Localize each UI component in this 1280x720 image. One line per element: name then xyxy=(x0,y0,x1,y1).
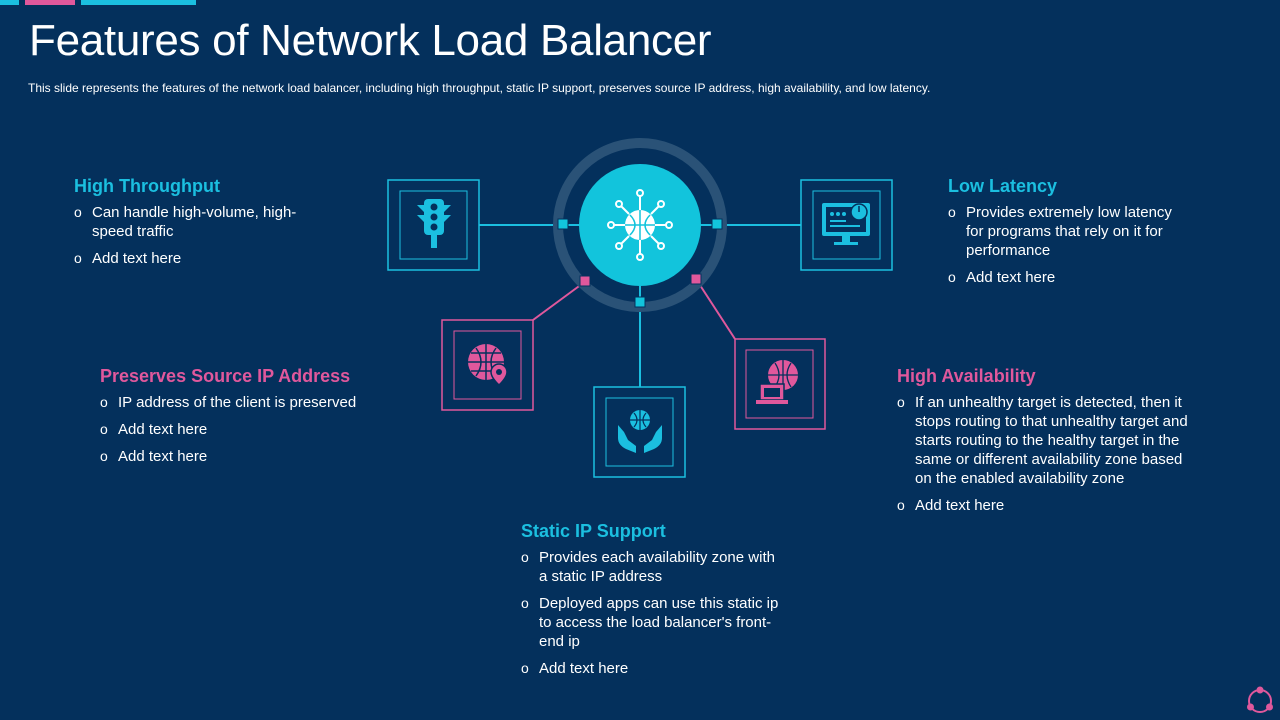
list-item: Add text here xyxy=(521,659,781,678)
globe-location-pin-icon xyxy=(468,344,508,386)
box-low-latency xyxy=(800,179,893,271)
connector-preserves-ip xyxy=(532,280,587,321)
node-right xyxy=(711,218,723,230)
accent-bar-cyan-left xyxy=(0,0,19,5)
list-item: If an unhealthy target is detected, then… xyxy=(897,393,1202,488)
globe-laptop-icon xyxy=(756,360,798,404)
list-item: Add text here xyxy=(74,249,324,268)
node-bottom xyxy=(634,296,646,308)
list-item: Provides each availability zone with a s… xyxy=(521,548,781,586)
connector-high-availability xyxy=(695,278,736,340)
feature-title-static-ip-support: Static IP Support xyxy=(521,521,666,541)
list-item: Provides extremely low latency for progr… xyxy=(948,203,1188,260)
list-item: Add text here xyxy=(897,496,1202,515)
slide-title: Features of Network Load Balancer xyxy=(29,16,712,65)
node-bottom-right xyxy=(690,273,702,285)
box-preserves-source-ip xyxy=(441,319,534,411)
feature-preserves-source-ip: Preserves Source IP Address IP address o… xyxy=(100,366,400,474)
box-static-ip-support xyxy=(593,386,686,478)
feature-title-high-throughput: High Throughput xyxy=(74,176,220,196)
feature-title-low-latency: Low Latency xyxy=(948,176,1058,196)
box-high-throughput xyxy=(387,179,480,271)
node-left xyxy=(557,218,569,230)
feature-static-ip-support: Static IP Support Provides each availabi… xyxy=(521,521,781,686)
dashboard-monitor-icon xyxy=(822,203,870,245)
list-item: Can handle high-volume, high-speed traff… xyxy=(74,203,324,241)
feature-title-high-availability: High Availability xyxy=(897,366,1036,386)
cycle-logo-icon xyxy=(1247,686,1273,713)
accent-bar-cyan-right xyxy=(81,0,196,5)
box-high-availability xyxy=(734,338,826,430)
slide-subtitle: This slide represents the features of th… xyxy=(28,81,931,95)
list-item: Deployed apps can use this static ip to … xyxy=(521,594,781,651)
list-item: IP address of the client is preserved xyxy=(100,393,400,412)
feature-title-preserves-source-ip: Preserves Source IP Address xyxy=(100,366,351,386)
accent-bar-pink xyxy=(25,0,75,5)
hands-globe-icon xyxy=(618,410,662,453)
feature-low-latency: Low Latency Provides extremely low laten… xyxy=(948,176,1188,295)
network-globe-icon xyxy=(607,189,673,261)
list-item: Add text here xyxy=(948,268,1188,287)
feature-high-throughput: High Throughput Can handle high-volume, … xyxy=(74,176,324,276)
feature-high-availability: High Availability If an unhealthy target… xyxy=(897,366,1202,523)
traffic-light-icon xyxy=(417,199,451,248)
list-item: Add text here xyxy=(100,447,400,466)
node-bottom-left xyxy=(579,275,591,287)
list-item: Add text here xyxy=(100,420,400,439)
